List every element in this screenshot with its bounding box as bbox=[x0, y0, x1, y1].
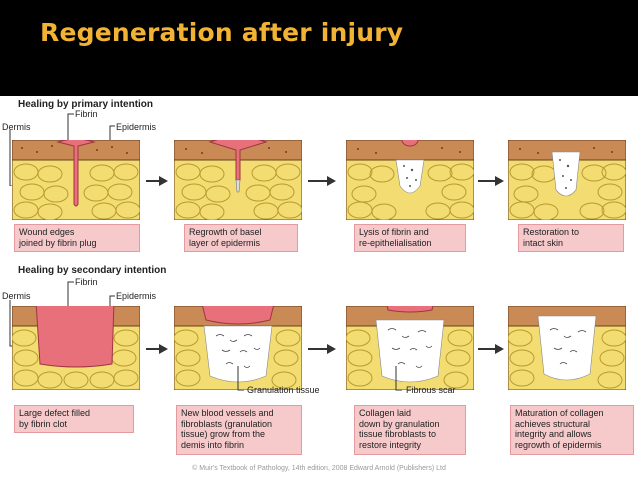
secondary-caption-1: Large defect filled by fibrin clot bbox=[14, 405, 134, 433]
primary-stage-2 bbox=[174, 140, 302, 220]
primary-stage-4 bbox=[508, 140, 626, 220]
primary-caption-1: Wound edges joined by fibrin plug bbox=[14, 224, 140, 252]
primary-fibrin-label: Fibrin bbox=[75, 109, 98, 119]
slide-title: Regeneration after injury bbox=[40, 18, 404, 47]
copyright-notice: © Muir's Textbook of Pathology, 14th edi… bbox=[192, 465, 446, 472]
primary-arrow-3 bbox=[478, 176, 504, 186]
primary-arrow-2 bbox=[308, 176, 336, 186]
secondary-dermis-label: Dermis bbox=[2, 291, 31, 301]
primary-stage-3 bbox=[346, 140, 474, 220]
secondary-epidermis-label: Epidermis bbox=[116, 291, 157, 301]
secondary-stage-1 bbox=[12, 306, 140, 390]
primary-caption-2: Regrowth of basel layer of epidermis bbox=[184, 224, 298, 252]
primary-caption-4-text: Restoration to intact skin bbox=[523, 227, 580, 248]
fibrous-scar-label: Fibrous scar bbox=[406, 385, 456, 395]
secondary-arrow-3 bbox=[478, 344, 504, 354]
secondary-arrow-2 bbox=[308, 344, 336, 354]
secondary-heading: Healing by secondary intention bbox=[18, 265, 167, 276]
secondary-caption-3-text: Collagen laid down by granulation tissue… bbox=[359, 408, 440, 450]
primary-stage-1 bbox=[12, 140, 140, 220]
secondary-callout-lines bbox=[237, 366, 402, 391]
healing-diagram: Healing by primary intention Dermis Fibr… bbox=[0, 96, 638, 479]
secondary-caption-1-text: Large defect filled by fibrin clot bbox=[19, 408, 91, 429]
secondary-caption-2-text: New blood vessels and fibroblasts (granu… bbox=[181, 408, 274, 450]
secondary-caption-4: Maturation of collagen achieves structur… bbox=[510, 405, 634, 455]
secondary-caption-2: New blood vessels and fibroblasts (granu… bbox=[176, 405, 302, 455]
secondary-stage-4 bbox=[508, 306, 626, 390]
primary-heading: Healing by primary intention bbox=[18, 99, 154, 110]
primary-caption-4: Restoration to intact skin bbox=[518, 224, 624, 252]
primary-dermis-label: Dermis bbox=[2, 122, 31, 132]
secondary-caption-4-text: Maturation of collagen achieves structur… bbox=[515, 408, 604, 450]
secondary-arrow-1 bbox=[146, 344, 168, 354]
secondary-caption-3: Collagen laid down by granulation tissue… bbox=[354, 405, 466, 455]
primary-caption-3: Lysis of fibrin and re-epithelialisation bbox=[354, 224, 466, 252]
primary-caption-2-text: Regrowth of basel layer of epidermis bbox=[189, 227, 262, 248]
primary-epidermis-label: Epidermis bbox=[116, 122, 157, 132]
primary-caption-1-text: Wound edges joined by fibrin plug bbox=[19, 227, 97, 248]
granulation-tissue-label: Granulation tissue bbox=[247, 385, 320, 395]
secondary-fibrin-label: Fibrin bbox=[75, 277, 98, 287]
primary-leader-lines bbox=[9, 113, 115, 186]
primary-caption-3-text: Lysis of fibrin and re-epithelialisation bbox=[359, 227, 432, 248]
primary-arrow-1 bbox=[146, 176, 168, 186]
secondary-stage-3 bbox=[346, 306, 474, 390]
